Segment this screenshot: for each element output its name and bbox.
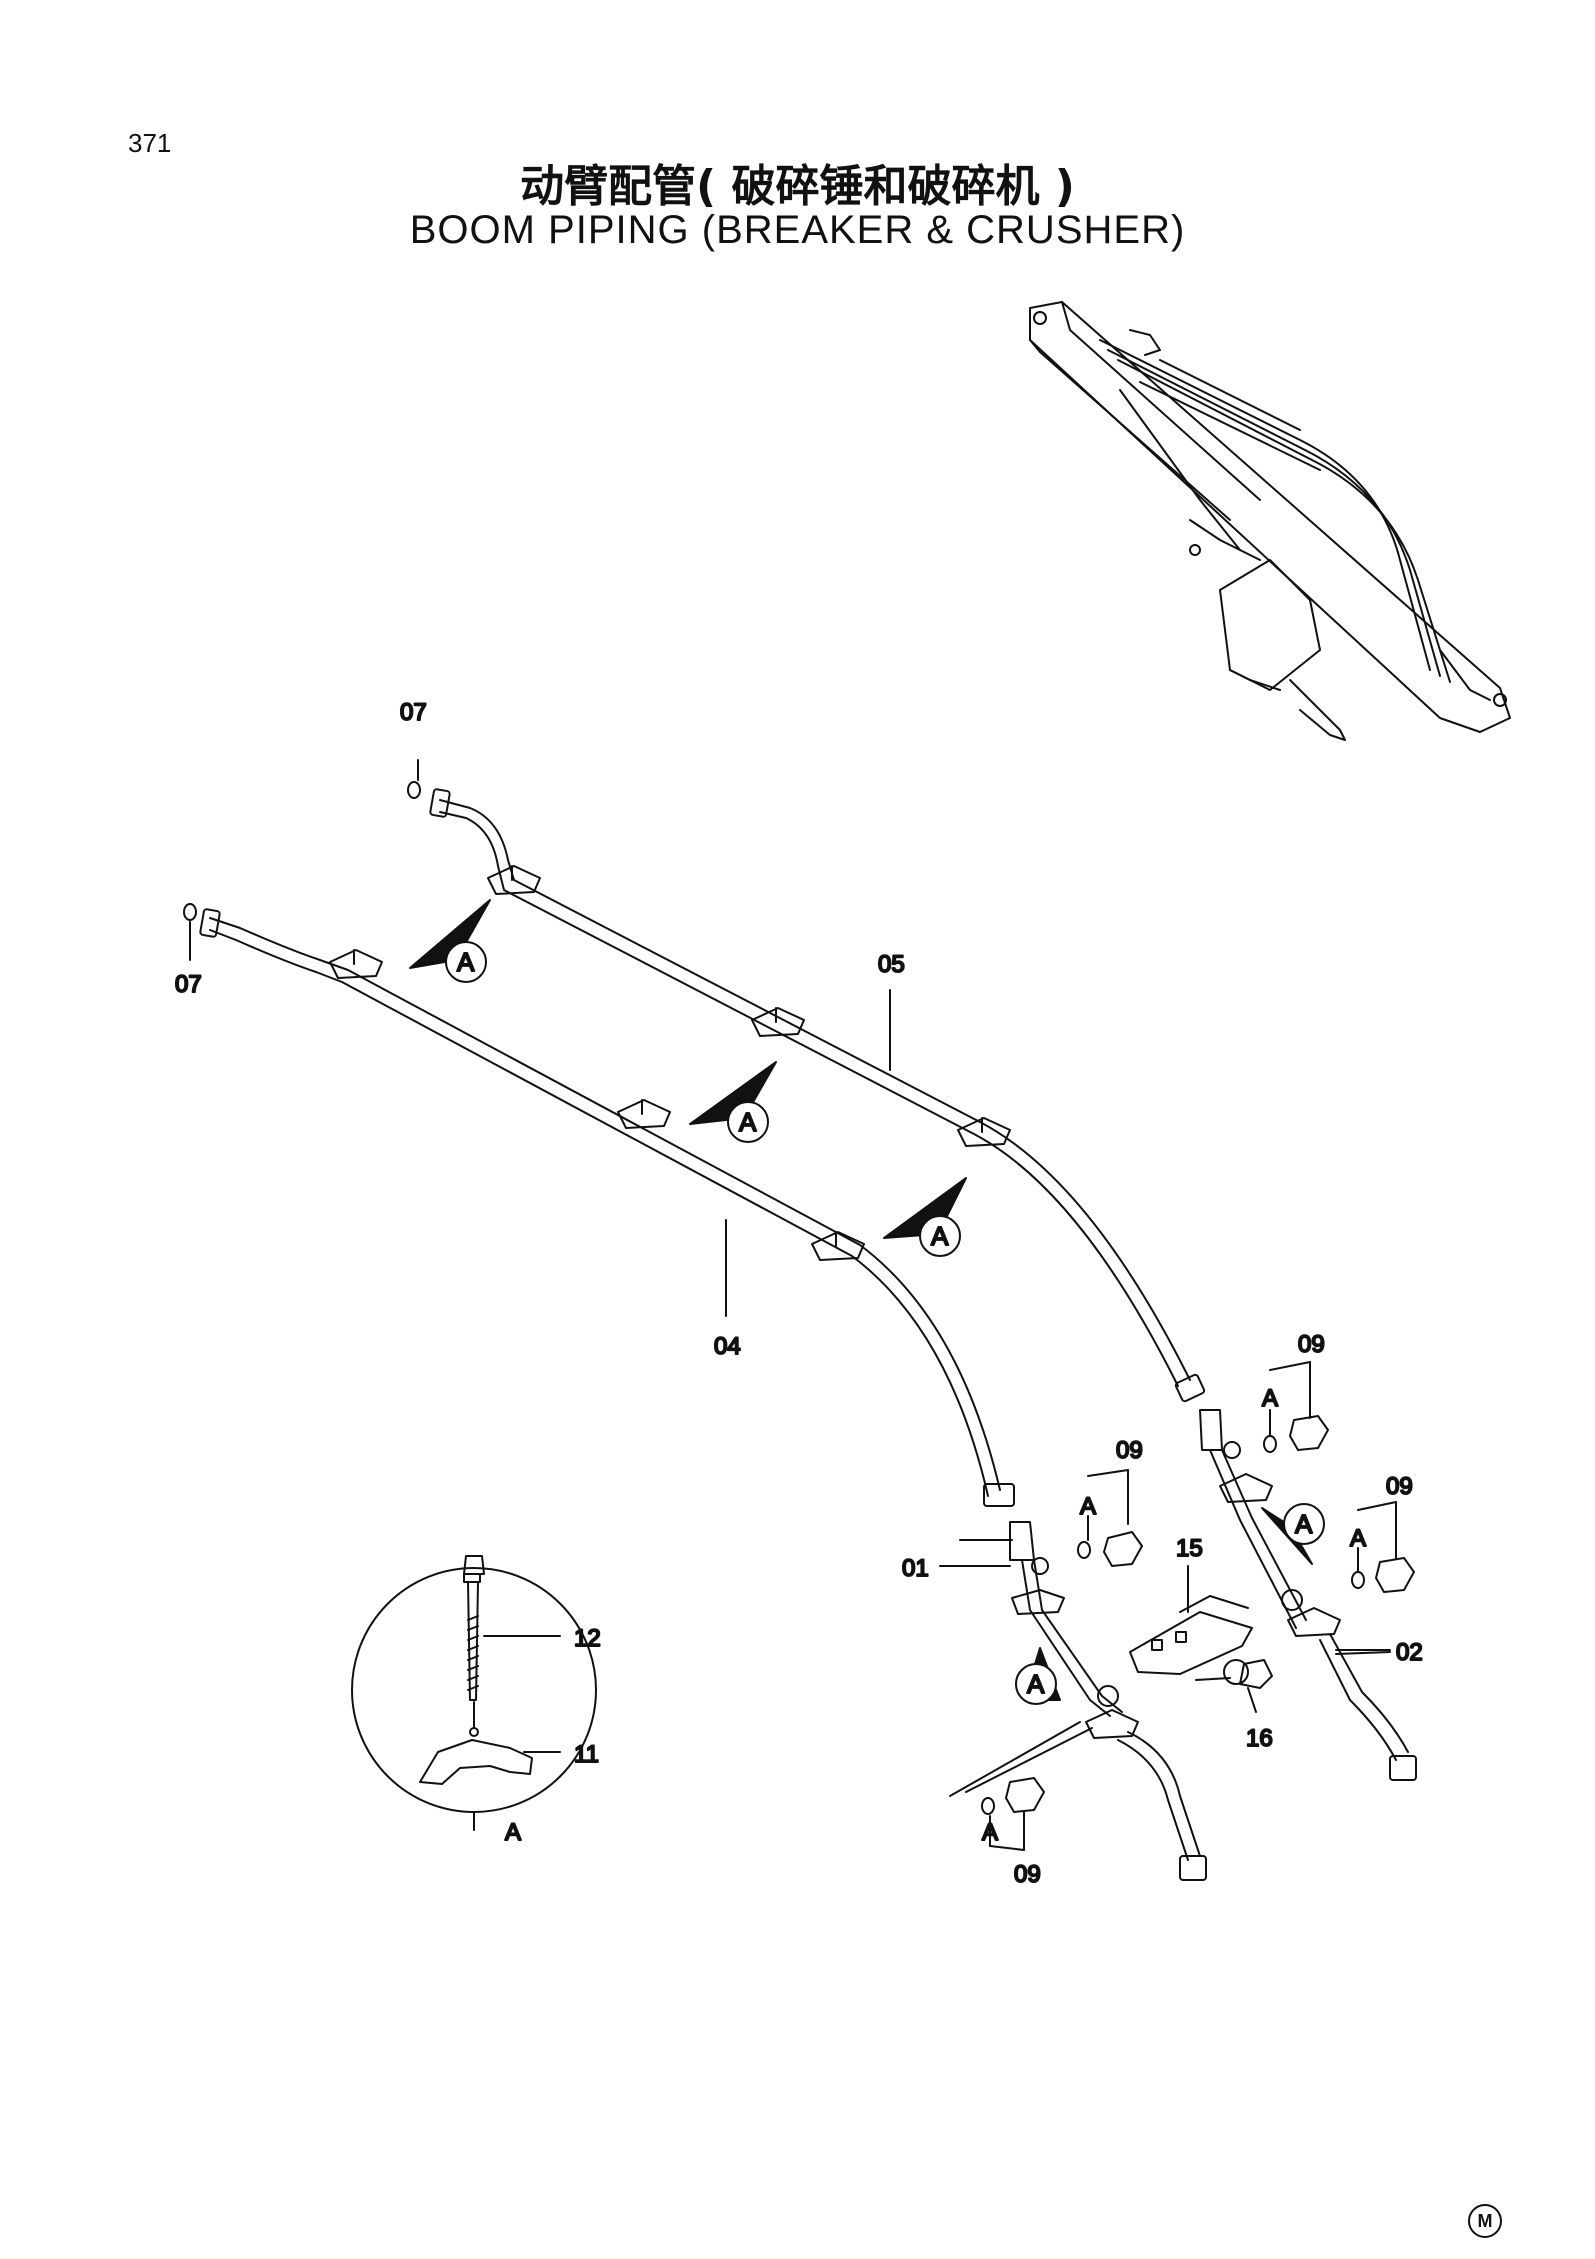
bracket-15: [1129, 1565, 1253, 1675]
detail-view-a: [351, 1555, 597, 1831]
o-ring-07-left: [183, 903, 197, 961]
pipe-04: [199, 908, 1015, 1507]
clamp-upper-1: [487, 865, 541, 895]
view-marker-a-sub3: A: [1350, 1525, 1366, 1552]
callout-05: 05: [878, 951, 905, 978]
manufacturer-mark: M: [1468, 2204, 1502, 2238]
view-arrow-a-1: [409, 899, 491, 983]
callout-16: 16: [1246, 1725, 1273, 1752]
view-marker-a-4: A: [1027, 1669, 1045, 1699]
view-arrow-a-2: [689, 1061, 777, 1143]
clamp-lower-1: [329, 949, 383, 979]
boom-overview-illustration: [1029, 301, 1511, 741]
page-title-english: BOOM PIPING (BREAKER & CRUSHER): [409, 208, 1186, 252]
page-title-chinese: 动臂配管( 破碎锤和破碎机 ): [520, 161, 1075, 212]
callout-15: 15: [1176, 1535, 1203, 1562]
bolt-16: [1195, 1659, 1273, 1713]
page-number: 371: [128, 128, 172, 158]
view-marker-a-1: A: [457, 947, 475, 977]
callout-09-c: 09: [1386, 1473, 1413, 1500]
callout-09-d: 09: [1014, 1861, 1041, 1888]
clamp-upper-2: [751, 1007, 805, 1037]
view-marker-a-sub2: A: [1262, 1385, 1278, 1412]
clamp-lower-2: [617, 1099, 671, 1129]
view-marker-a-sub4: A: [982, 1819, 998, 1846]
callout-09-a: 09: [1116, 1437, 1143, 1464]
callout-01: 01: [902, 1555, 929, 1582]
view-marker-a-3: A: [931, 1221, 949, 1251]
callout-07-left: 07: [175, 971, 202, 998]
callout-07-top: 07: [400, 699, 427, 726]
detail-view-label: A: [505, 1819, 521, 1846]
view-arrow-a-5: [1261, 1503, 1325, 1565]
view-marker-a-5: A: [1295, 1509, 1313, 1539]
plug-09-a: [1077, 1469, 1143, 1567]
callout-09-b: 09: [1298, 1331, 1325, 1358]
view-marker-a-sub1: A: [1080, 1493, 1096, 1520]
plug-09-d: [949, 1721, 1093, 1851]
callout-12: 12: [574, 1625, 601, 1652]
o-ring-07-top: [407, 759, 421, 799]
plug-09-b: [1263, 1361, 1329, 1453]
clamp-upper-3: [957, 1117, 1011, 1147]
callout-04: 04: [714, 1333, 741, 1360]
clamp-lower-3: [811, 1231, 865, 1261]
pipe-05: [429, 788, 1206, 1403]
callout-11: 11: [574, 1741, 599, 1768]
plug-09-c: [1351, 1501, 1415, 1593]
callout-02: 02: [1396, 1639, 1423, 1666]
view-arrow-a-3: [883, 1177, 967, 1257]
view-arrow-a-4: [1015, 1647, 1061, 1705]
fitting-assembly-02: [1199, 1409, 1417, 1781]
fitting-assembly-01: [939, 1521, 1207, 1881]
view-marker-a-2: A: [739, 1107, 757, 1137]
